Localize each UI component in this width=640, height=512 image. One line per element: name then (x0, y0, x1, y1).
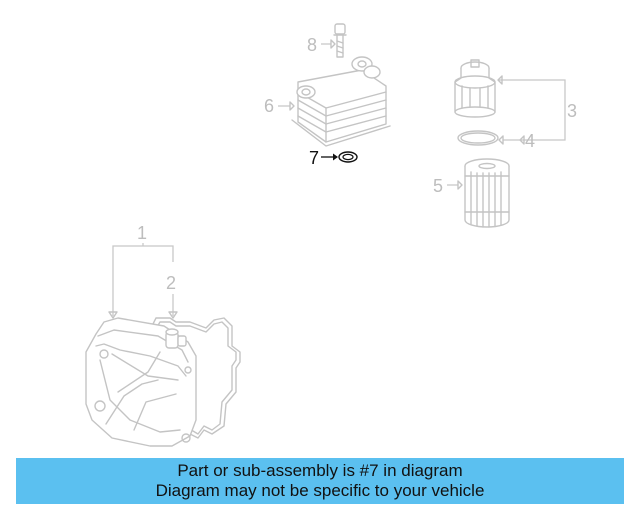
banner-part-note: Part or sub-assembly is #7 in diagram (177, 461, 463, 480)
callout-2: 2 (166, 273, 176, 293)
part-7-seal: 7 (309, 148, 358, 168)
callout-6: 6 (264, 96, 274, 116)
callout-4: 4 (525, 131, 535, 151)
part-4-o-ring: 4 (457, 130, 535, 151)
part-3-filter-housing: 3 (454, 59, 577, 145)
part-5-filter-element: 5 (433, 158, 510, 228)
callout-3: 3 (567, 101, 577, 121)
seal-ring-inner (342, 153, 354, 161)
part-2-gasket-callout: 2 (166, 273, 178, 319)
banner-disclaimer: Diagram may not be specific to your vehi… (155, 481, 485, 500)
arrow-8 (330, 39, 336, 49)
info-banner: Part or sub-assembly is #7 in diagram Di… (16, 458, 624, 504)
callout-7: 7 (309, 148, 319, 168)
bracket-3 (498, 79, 566, 141)
arrow-7 (333, 153, 338, 161)
seal-ring-outer (338, 151, 358, 163)
part-1-oil-pan (85, 317, 197, 447)
part-1-oil-pan-callout: 1 (108, 223, 174, 319)
part-8-bolt: 8 (307, 23, 347, 58)
bracket-1 (112, 245, 174, 316)
part-6-oil-cooler: 6 (264, 56, 391, 147)
callout-5: 5 (433, 176, 443, 196)
arrow-6 (289, 101, 295, 111)
callout-8: 8 (307, 35, 317, 55)
callout-1: 1 (137, 223, 147, 243)
